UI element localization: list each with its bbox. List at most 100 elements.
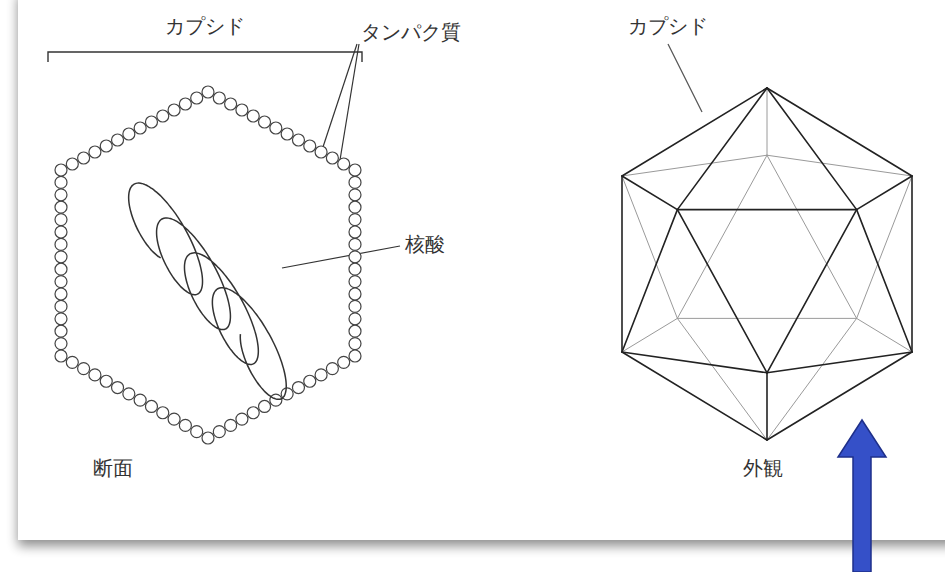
protein-circle bbox=[55, 214, 67, 226]
blue-arrow bbox=[838, 420, 886, 572]
leader-line bbox=[668, 44, 702, 112]
protein-circle bbox=[315, 369, 327, 381]
protein-circle bbox=[55, 164, 67, 176]
protein-circle bbox=[123, 388, 135, 400]
protein-circle bbox=[213, 426, 225, 438]
protein-circle bbox=[281, 128, 293, 140]
protein-circle bbox=[259, 116, 271, 128]
protein-circle bbox=[55, 263, 67, 275]
protein-circle bbox=[270, 122, 282, 134]
front-edge bbox=[767, 352, 912, 373]
protein-circle bbox=[349, 226, 361, 238]
front-edge bbox=[677, 209, 856, 211]
hidden-edge bbox=[857, 176, 912, 318]
hidden-edge bbox=[622, 155, 767, 176]
panel bbox=[18, 0, 945, 540]
protein-circle bbox=[349, 288, 361, 300]
front-edge bbox=[677, 210, 767, 373]
protein-circle bbox=[55, 338, 67, 350]
leader-line bbox=[340, 44, 359, 160]
protein-circle bbox=[349, 263, 361, 275]
protein-circle bbox=[55, 176, 67, 188]
protein-circle bbox=[191, 92, 203, 104]
protein-circle bbox=[157, 110, 169, 122]
protein-circle bbox=[349, 238, 361, 250]
protein-circle bbox=[145, 400, 157, 412]
protein-circle bbox=[213, 92, 225, 104]
protein-circle bbox=[78, 152, 90, 164]
protein-circle bbox=[349, 276, 361, 288]
protein-circle bbox=[349, 300, 361, 312]
protein-circle bbox=[55, 300, 67, 312]
front-edge bbox=[767, 352, 912, 440]
protein-circle bbox=[292, 134, 304, 146]
capsid-label: カプシド bbox=[165, 14, 245, 38]
protein-circle bbox=[270, 394, 282, 406]
protein-circle bbox=[349, 325, 361, 337]
protein-circle bbox=[326, 152, 338, 164]
hidden-edge bbox=[767, 155, 857, 318]
protein-circle bbox=[292, 382, 304, 394]
protein-circle bbox=[202, 86, 214, 98]
leader-line bbox=[282, 246, 400, 268]
protein-circle bbox=[225, 419, 237, 431]
protein-circle bbox=[349, 214, 361, 226]
protein-circle bbox=[134, 394, 146, 406]
protein-circle bbox=[202, 432, 214, 444]
protein-circle bbox=[349, 189, 361, 201]
protein-circle bbox=[179, 419, 191, 431]
protein-circle bbox=[304, 140, 316, 152]
protein-circle bbox=[236, 104, 248, 116]
front-edge bbox=[677, 88, 767, 210]
front-edge bbox=[622, 176, 677, 210]
protein-circle bbox=[55, 226, 67, 238]
protein-circle bbox=[326, 363, 338, 375]
nucleic-acid-label: 核酸 bbox=[405, 232, 445, 256]
icosahedron bbox=[622, 88, 912, 440]
front-edge bbox=[622, 88, 767, 176]
protein-ring bbox=[55, 86, 361, 444]
protein-circle bbox=[55, 251, 67, 263]
front-edge bbox=[767, 210, 857, 373]
hidden-edge bbox=[677, 318, 856, 319]
protein-circle bbox=[349, 313, 361, 325]
protein-circle bbox=[349, 164, 361, 176]
protein-circle bbox=[315, 146, 327, 158]
protein-circle bbox=[78, 363, 90, 375]
protein-circle bbox=[304, 375, 316, 387]
protein-circle bbox=[55, 276, 67, 288]
protein-circle bbox=[349, 201, 361, 213]
protein-circle bbox=[338, 158, 350, 170]
protein-circle bbox=[55, 189, 67, 201]
protein-circle bbox=[349, 176, 361, 188]
protein-circle bbox=[134, 122, 146, 134]
hidden-edge bbox=[767, 318, 857, 440]
capsid-bracket bbox=[48, 52, 362, 62]
section-caption: 断面 bbox=[93, 456, 133, 480]
protein-circle bbox=[338, 356, 350, 368]
protein-circle bbox=[168, 104, 180, 116]
hidden-edge bbox=[622, 176, 677, 318]
protein-circle bbox=[225, 98, 237, 110]
front-edge bbox=[857, 176, 912, 210]
protein-circle bbox=[247, 407, 259, 419]
protein-circle bbox=[100, 140, 112, 152]
protein-circle bbox=[349, 350, 361, 362]
front-edge bbox=[767, 88, 912, 176]
front-edge bbox=[622, 352, 767, 440]
protein-circle bbox=[179, 98, 191, 110]
front-edge bbox=[621, 176, 623, 352]
front-edge bbox=[622, 210, 677, 352]
front-edge bbox=[857, 210, 912, 352]
protein-circle bbox=[89, 146, 101, 158]
hidden-edge bbox=[677, 155, 767, 318]
protein-circle bbox=[349, 338, 361, 350]
hidden-edge bbox=[677, 318, 767, 440]
protein-circle bbox=[100, 375, 112, 387]
protein-circle bbox=[55, 325, 67, 337]
capsid-label: カプシド bbox=[628, 14, 708, 38]
nucleic-acid-helix bbox=[129, 183, 287, 399]
protein-label: タンパク質 bbox=[361, 20, 461, 44]
hidden-edge bbox=[767, 88, 768, 155]
